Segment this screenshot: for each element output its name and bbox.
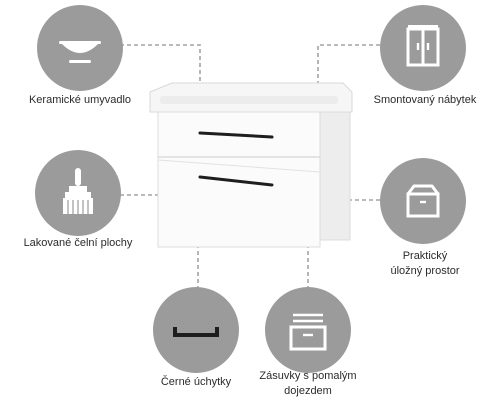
drawer-icon [289, 313, 327, 351]
basin-icon [59, 41, 101, 63]
drawers-circle [265, 287, 351, 373]
label-assembled: Smontovaný nábytek [373, 94, 477, 106]
storage-circle [380, 158, 466, 244]
cabinet-icon [406, 25, 440, 67]
ceramic-basin-circle [37, 5, 123, 91]
paintbrush-icon [63, 168, 93, 214]
handles-circle [153, 287, 239, 373]
lacquered-circle [35, 150, 121, 236]
label-lacquered: Lakované čelní plochy [23, 237, 133, 249]
label-ceramic-basin: Keramické umyvadlo [28, 94, 132, 106]
label-drawers-1: Zásuvky s pomalým [259, 370, 357, 382]
label-handles: Černé úchytky [160, 376, 232, 388]
label-storage-2: úložný prostor [390, 265, 460, 277]
label-drawers-2: dojezdem [284, 385, 332, 397]
storage-box-icon [406, 184, 440, 218]
handle-icon [173, 327, 219, 337]
label-storage-1: Praktický [402, 250, 448, 262]
assembled-circle [380, 5, 466, 91]
